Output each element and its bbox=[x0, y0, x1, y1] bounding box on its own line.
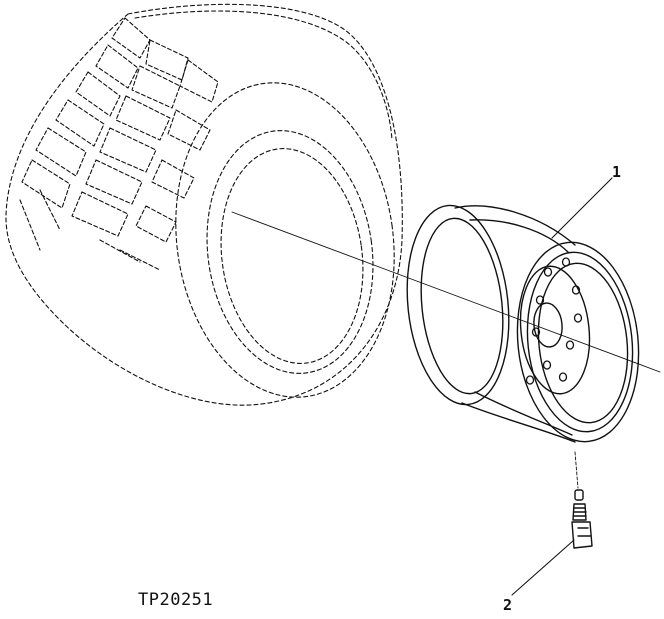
tire-sidewall bbox=[175, 82, 395, 398]
tire-bead-inner bbox=[220, 148, 364, 364]
rim-center-hole bbox=[533, 302, 563, 348]
rim-lug-holes bbox=[525, 257, 583, 385]
callout-1-leader bbox=[551, 177, 613, 239]
wheel-rim bbox=[406, 204, 640, 443]
callout-1-label: 1 bbox=[612, 163, 622, 181]
rim-back-flange bbox=[406, 204, 510, 406]
tire-outline bbox=[5, 3, 403, 406]
valve-stem-centerline bbox=[574, 451, 579, 489]
valve-stem bbox=[571, 489, 593, 549]
tire-tread-lugs bbox=[19, 17, 219, 271]
rim-disc bbox=[519, 265, 591, 395]
tire-bead-outer bbox=[206, 130, 374, 374]
callout-2-leader bbox=[511, 539, 575, 596]
tire-shoulder bbox=[134, 10, 393, 141]
rim-front-flange-inner bbox=[526, 251, 634, 433]
rim-barrel-top bbox=[454, 205, 576, 246]
figure-id-label: TP20251 bbox=[138, 590, 214, 610]
callout-2-label: 2 bbox=[503, 596, 513, 614]
rim-back-flange-inner bbox=[420, 217, 504, 395]
rim-front-flange bbox=[516, 241, 640, 443]
axle-centerline bbox=[231, 211, 661, 373]
rim-barrel-bottom bbox=[461, 402, 576, 443]
tire-phantom bbox=[5, 3, 403, 406]
